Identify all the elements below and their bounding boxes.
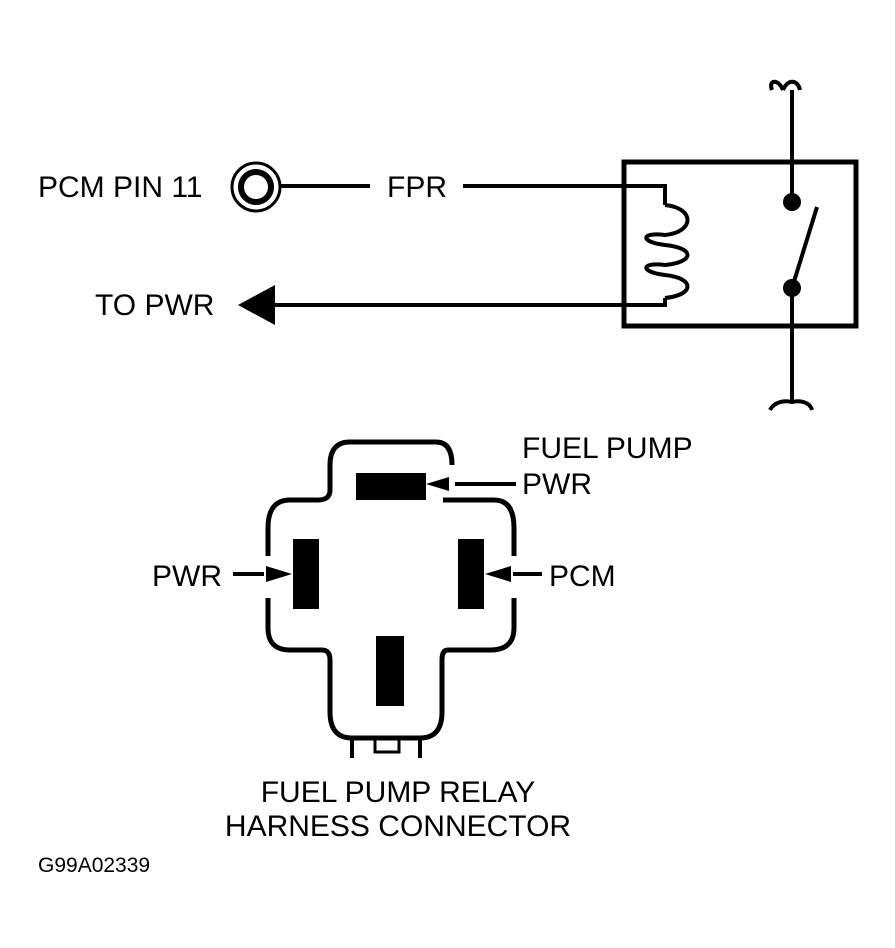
pcm-arrow-icon [485, 566, 511, 582]
connector-title-line1: FUEL PUMP RELAY [261, 776, 536, 809]
fuel-pump-pwr-arrow-icon [426, 477, 449, 491]
relay-schematic: PCM PIN 11 FPR TO PWR [38, 79, 859, 412]
connector-outline [265, 439, 517, 741]
relay-box [621, 159, 859, 329]
pcm-terminal [458, 539, 484, 609]
pwr-terminal [293, 539, 319, 609]
pcm-label: PCM [549, 560, 616, 593]
fpr-wire [463, 184, 667, 205]
to-pwr-label: TO PWR [95, 289, 214, 322]
pcm-pin-label: PCM PIN 11 [38, 171, 203, 204]
fuel-pump-pwr-terminal [356, 473, 426, 500]
switch-contact-top [783, 193, 801, 211]
connector-latch-icon [350, 736, 422, 758]
to-pwr-wire [275, 298, 667, 307]
figure-id: G99A02339 [38, 854, 150, 877]
pwr-arrow-icon [266, 566, 292, 582]
to-pwr-arrow-icon [238, 285, 275, 325]
center-terminal [376, 636, 404, 706]
relay-coil-icon [644, 203, 690, 300]
fpr-label: FPR [387, 171, 447, 204]
bottom-wire-break-icon [768, 399, 814, 412]
fuel-pump-label: FUEL PUMP [522, 432, 693, 465]
fuel-pump-pwr-label: PWR [522, 468, 592, 501]
connector-title-line2: HARNESS CONNECTOR [225, 810, 571, 843]
switch-arm [790, 206, 819, 289]
harness-connector: FUEL PUMP PWR PWR PCM FUEL PUMP RELAY HA… [152, 432, 693, 843]
pwr-label: PWR [152, 560, 222, 593]
top-wire-break-icon [769, 79, 785, 91]
pcm-pin-terminal-icon [230, 161, 282, 213]
